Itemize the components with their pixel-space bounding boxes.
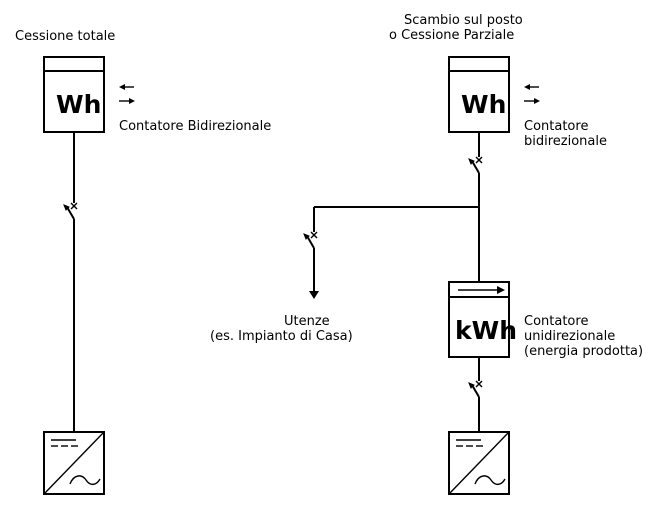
bidirectional-arrows-icon [524,84,540,104]
load-label-line2: (es. Impianto di Casa) [210,329,353,344]
production-meter-unit: kWh [455,316,517,345]
right-title-line2: o Cessione Parziale [389,28,515,43]
left-meter-unit: Wh [56,90,102,119]
right-meter-unit: Wh [461,90,507,119]
production-label-line1: Contatore [524,314,589,329]
bidirectional-arrows-icon [119,84,135,104]
inverter-dc-ac-icon [448,431,510,495]
circuit-breaker-icon [303,231,318,249]
circuit-breaker-icon [468,156,483,174]
load-arrow-icon [309,291,319,299]
unidirectional-arrow-icon [458,286,505,294]
circuit-breaker-icon [468,380,483,398]
right-meter-label-line1: Contatore [524,119,589,134]
inverter-dc-ac-icon [43,431,105,495]
production-label-line3: (energia prodotta) [524,344,644,359]
circuit-breaker-icon [63,202,78,220]
left-title: Cessione totale [15,29,116,44]
load-label-line1: Utenze [284,314,330,329]
right-meter-label-line2: bidirezionale [524,134,607,149]
right-title-line1: Scambio sul posto [404,13,523,28]
left-meter-label: Contatore Bidirezionale [119,119,272,134]
production-label-line2: unidirezionale [524,329,616,344]
